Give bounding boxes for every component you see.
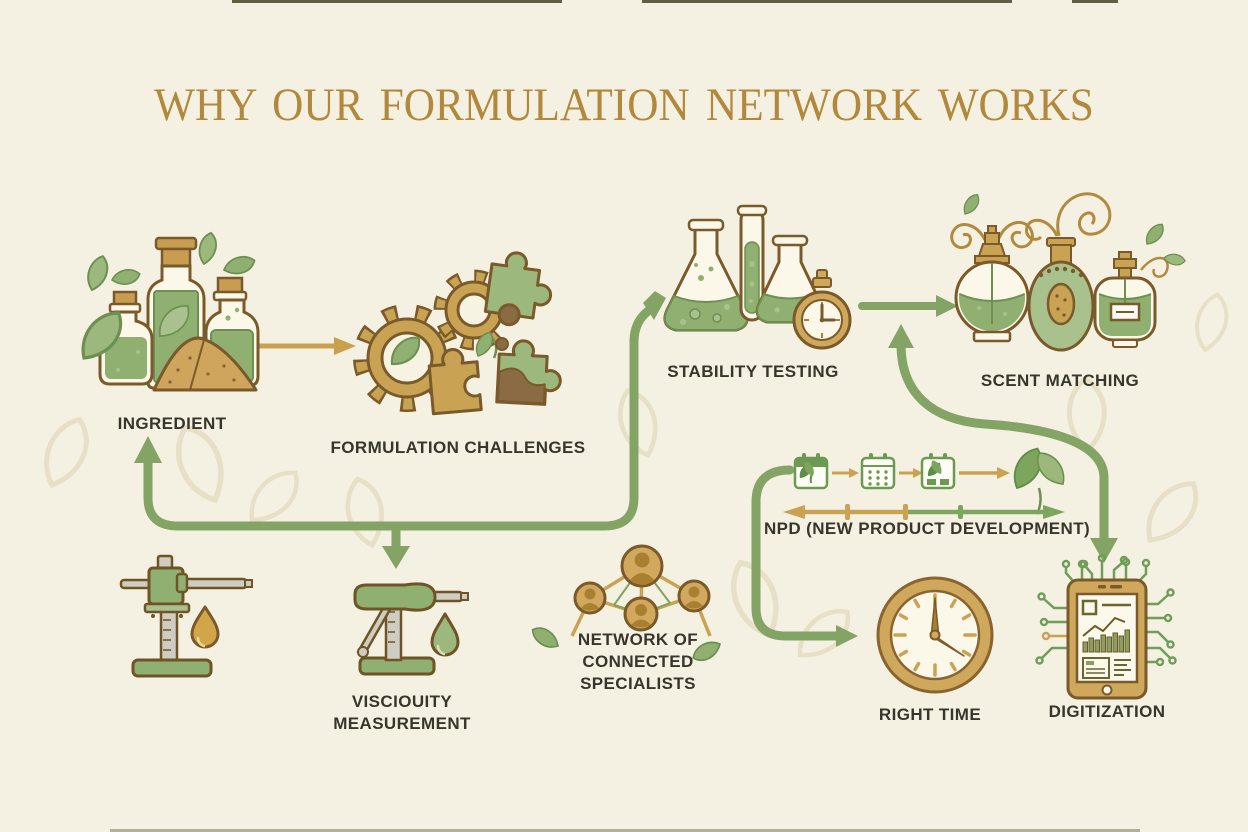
test-tube [736, 204, 768, 322]
down-arrowhead-to-viscosity [382, 546, 410, 569]
stability-testing-label: STABILITY TESTING [667, 362, 839, 381]
top-edge-mark [642, 0, 1012, 3]
small-bottle-left [71, 290, 154, 386]
avatar-right [677, 579, 711, 613]
arrow-stability-to-scent [858, 295, 958, 317]
sprout-leaves [1003, 446, 1072, 515]
calendar-plant-icon [920, 453, 956, 490]
perfume-bottle-round [950, 193, 1034, 343]
npd-label: NPD (NEW PRODUCT DEVELOPMENT) [763, 519, 1091, 538]
connector-scent-to-digitization [888, 324, 1118, 563]
screen-chart [1081, 599, 1131, 653]
gold-droplet [190, 605, 220, 649]
digitization-label: DIGITIZATION [1048, 702, 1166, 721]
perfume-bottles-icon [950, 192, 1187, 352]
clock-icon [876, 576, 994, 694]
up-arrowhead-near-scent [888, 324, 914, 348]
viscosity-label-line2: MEASUREMENT [333, 714, 471, 733]
viscometer-left [119, 554, 253, 678]
calendar-grid-icon [860, 453, 896, 490]
calendar-sprout-icon [793, 453, 829, 490]
network-label: NETWORK OF CONNECTED SPECIALISTS [578, 629, 698, 695]
mini-arrow [899, 468, 923, 478]
scent-swirl-large [1025, 192, 1112, 241]
avatar-top [620, 544, 664, 588]
shoulder-dots [1038, 266, 1084, 278]
connector-npd-to-right-time [751, 465, 858, 647]
home-button [1101, 684, 1113, 696]
viscometer-droplet-icon [119, 554, 469, 678]
perfume-bottle-oval [1025, 192, 1112, 352]
mini-arrow [832, 468, 859, 478]
calendar-timeline-icon [783, 446, 1072, 520]
puzzle-piece-green-top [483, 251, 552, 327]
scent-swirl [950, 221, 1034, 249]
network-label-line3: SPECIALISTS [580, 674, 696, 693]
tablet-circuit-icon [1035, 553, 1177, 700]
top-edge-mark [232, 0, 562, 3]
bottom-edge-mark [110, 829, 1140, 832]
long-arrow [959, 467, 1010, 479]
clock-ticks [893, 593, 977, 677]
arrow-ingredient-to-formulation [255, 337, 356, 355]
circuit-trace-gold [1041, 631, 1068, 641]
formulation-challenges-label: FORMULATION CHALLENGES [330, 438, 586, 457]
perfume-bottle-square [1093, 222, 1187, 348]
circuit-traces [1035, 553, 1177, 667]
avatar-left [573, 581, 607, 615]
scent-matching-label: SCENT MATCHING [980, 371, 1140, 390]
people-network-icon [530, 544, 722, 668]
npd-timeline [783, 504, 1065, 520]
down-arrowhead-to-digitization [1090, 538, 1118, 563]
powder-pile [152, 336, 258, 392]
gears-puzzle-icon [353, 251, 562, 416]
arrowhead-to-stability [643, 291, 666, 320]
flasks-stopwatch-icon [663, 204, 852, 350]
up-arrowhead-to-ingredient [134, 436, 162, 463]
puzzle-piece-mixed [495, 339, 562, 406]
stopwatch [792, 269, 852, 350]
right-time-label: RIGHT TIME [878, 705, 982, 724]
network-label-line1: NETWORK OF [577, 630, 699, 649]
puzzle-piece-gold [427, 348, 483, 416]
top-edge-mark [1072, 0, 1118, 3]
erlenmeyer-flask [663, 218, 749, 332]
screen-documents [1082, 657, 1131, 679]
page-title: WHY OUR FORMULATION NETWORK WORKS [154, 79, 1094, 131]
avatar-bottom [623, 596, 659, 632]
network-label-line2: CONNECTED [582, 652, 694, 671]
ingredient-label: INGREDIENT [117, 414, 227, 433]
viscometer-right [353, 582, 469, 676]
connector-green-trunk [134, 291, 666, 569]
ingredient-bottles-icon [71, 231, 260, 392]
green-droplet [430, 612, 460, 657]
leaf-berry-sprig [469, 330, 509, 359]
viscosity-label-line1: VISCIOUITY [351, 692, 453, 711]
viscosity-label: VISCIOUITY MEASUREMENT [333, 691, 471, 735]
